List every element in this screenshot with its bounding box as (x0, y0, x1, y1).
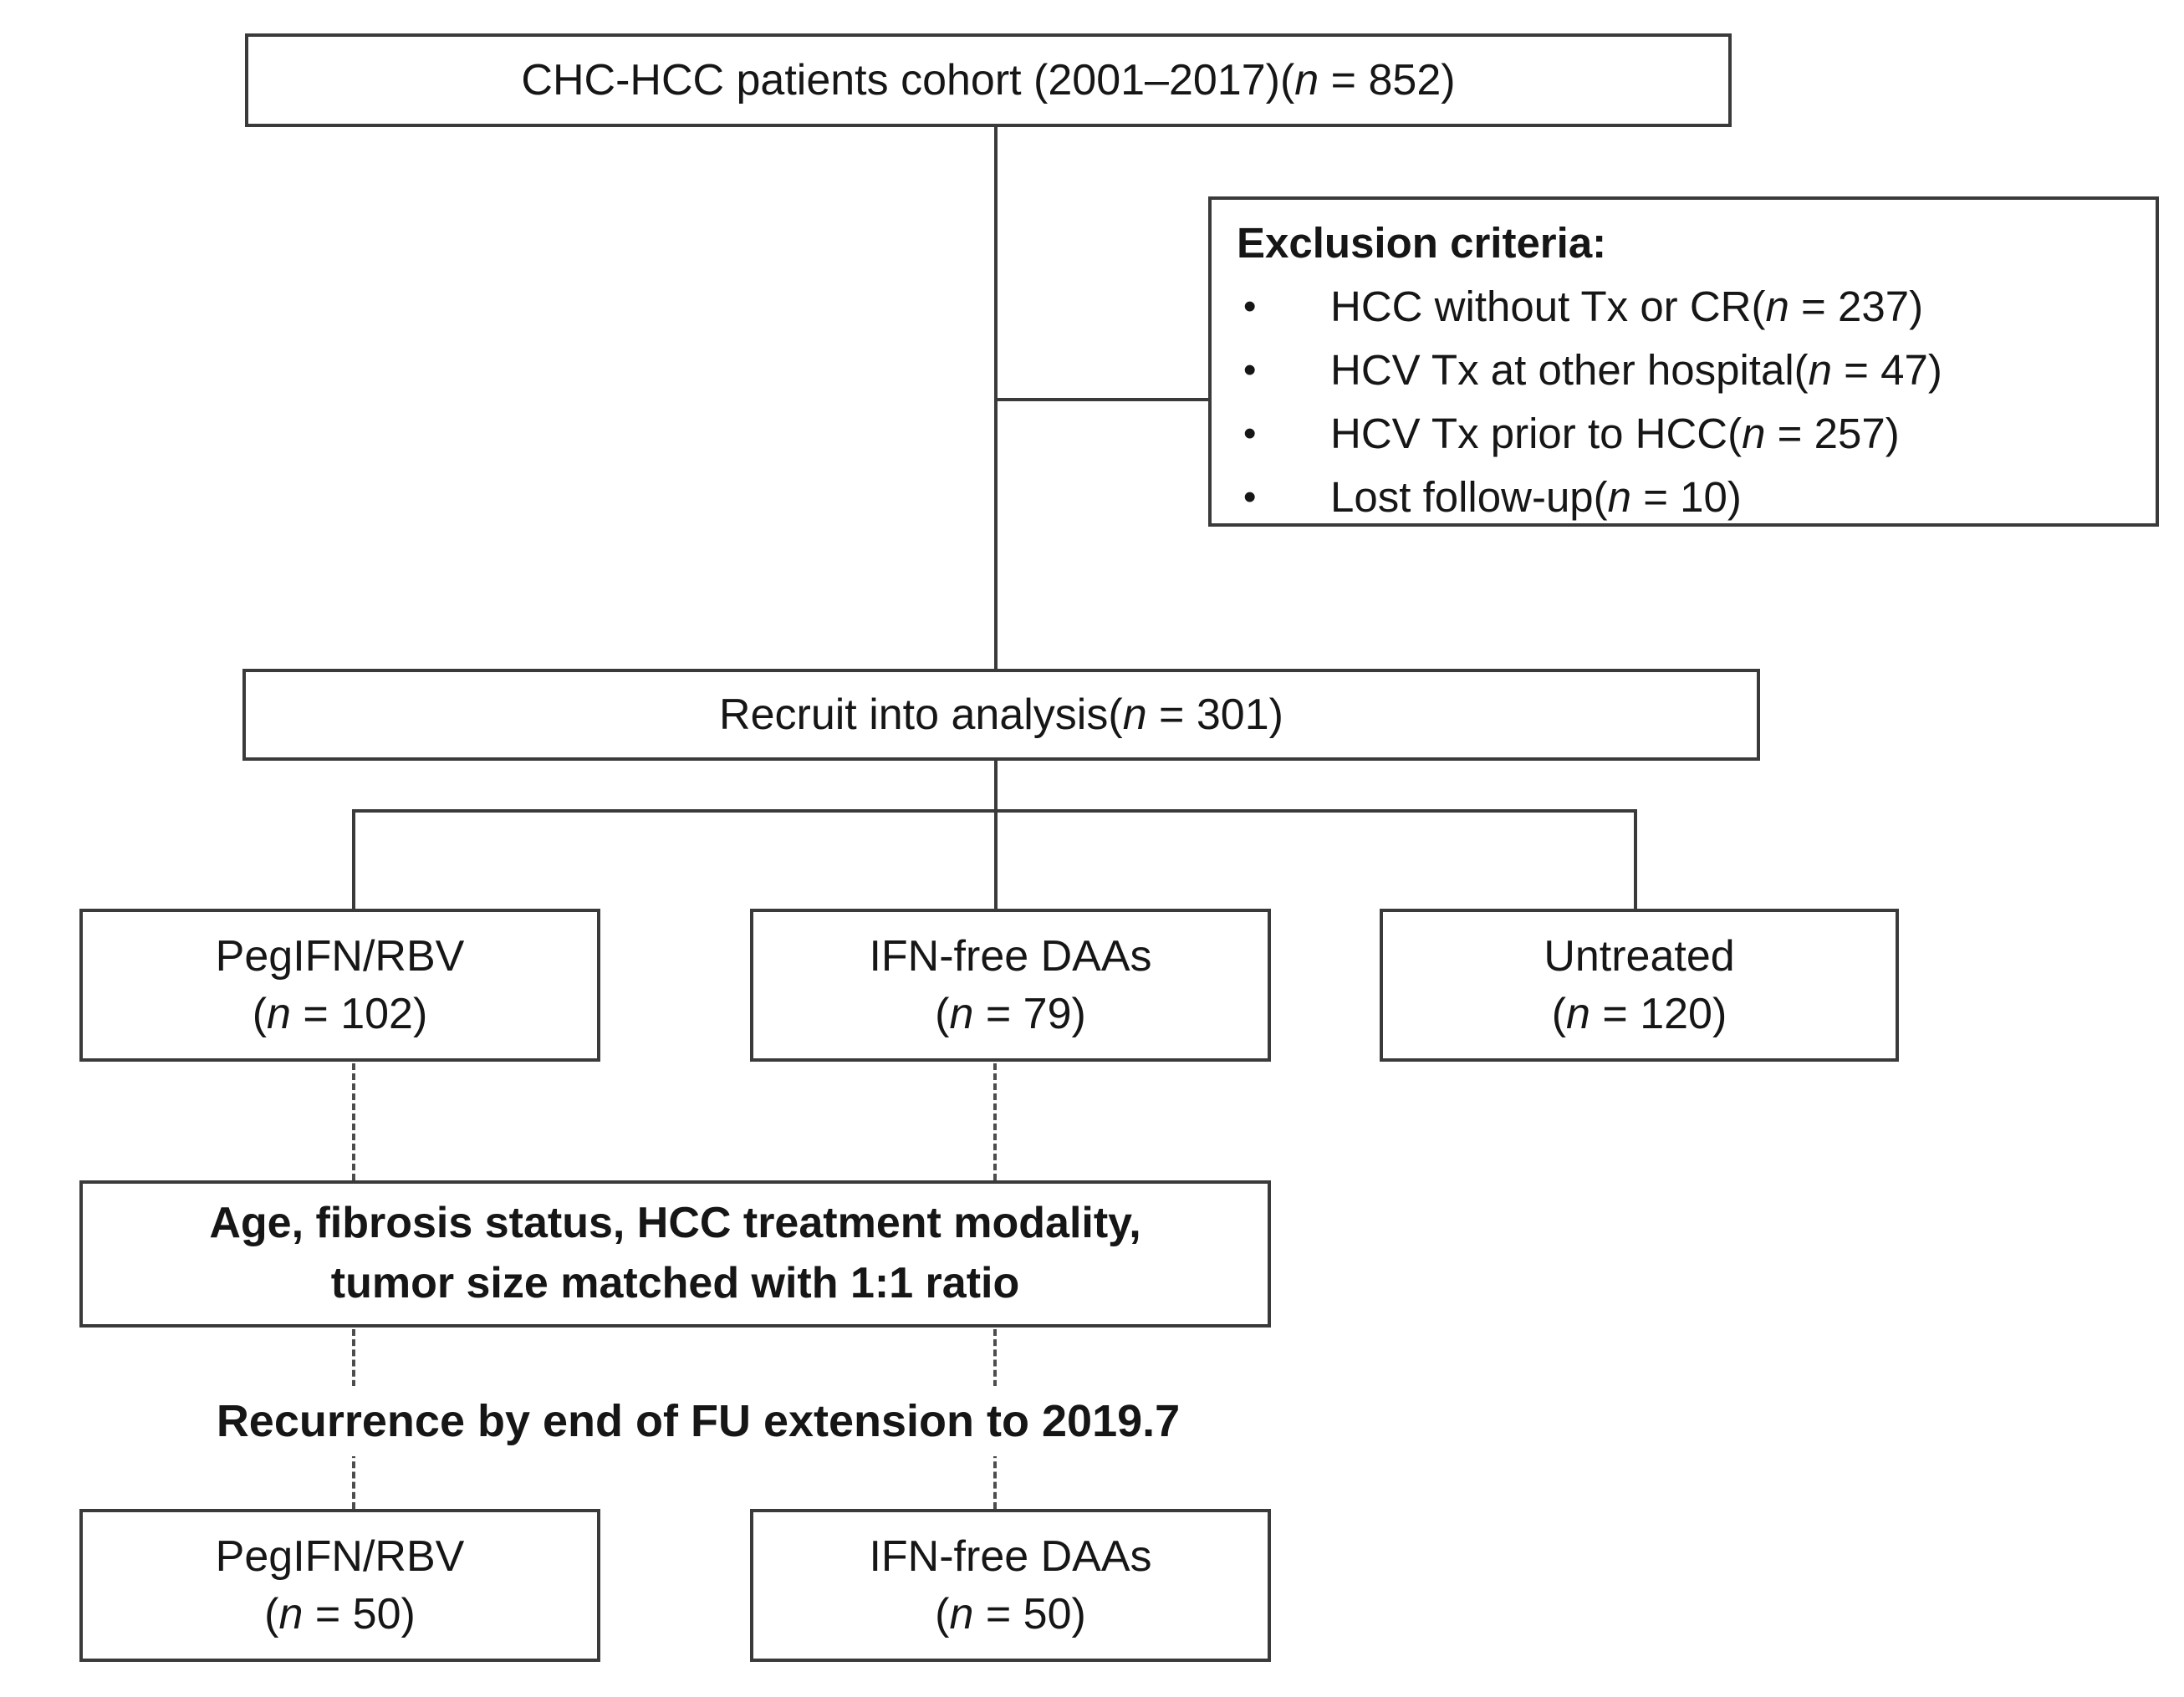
branch-drop-left (352, 809, 355, 909)
connector-recruit-to-daa (994, 761, 998, 909)
bullet-icon: • (1243, 413, 1257, 454)
arm-untreated-box: Untreated (n = 120) (1380, 909, 1899, 1062)
bullet-icon: • (1243, 286, 1257, 327)
matched-daa-n: (n = 50) (935, 1589, 1086, 1638)
matched-daa-box: IFN-free DAAs (n = 50) (750, 1509, 1271, 1662)
arm-pegifn-label: PegIFN/RBV (215, 931, 465, 981)
bullet-icon: • (1243, 476, 1257, 517)
connector-to-exclusion (996, 398, 1210, 401)
matching-line1: Age, fibrosis status, HCC treatment moda… (209, 1199, 1141, 1248)
dashed-daa-to-matching (993, 1063, 997, 1180)
exclusion-title: Exclusion criteria: (1237, 219, 1607, 267)
exclusion-box: Exclusion criteria: • HCC without Tx or … (1208, 196, 2159, 527)
exclusion-item: • HCV Tx prior to HCC (n = 257) (1237, 402, 2132, 466)
recruit-n: (n = 301) (1108, 690, 1283, 739)
cohort-label: CHC-HCC patients cohort (2001–2017) (521, 55, 1280, 104)
recruit-box: Recruit into analysis (n = 301) (242, 669, 1760, 761)
exclusion-list: • HCC without Tx or CR (n = 237) • HCV T… (1237, 275, 2132, 529)
exclusion-item: • HCV Tx at other hospital (n = 47) (1237, 339, 2132, 402)
arm-pegifn-box: PegIFN/RBV (n = 102) (79, 909, 600, 1062)
matched-daa-label: IFN-free DAAs (869, 1531, 1152, 1581)
cohort-box: CHC-HCC patients cohort (2001–2017) (n =… (245, 33, 1732, 127)
arm-untreated-label: Untreated (1544, 931, 1735, 981)
matching-box: Age, fibrosis status, HCC treatment moda… (79, 1180, 1271, 1328)
arm-daa-label: IFN-free DAAs (869, 931, 1152, 981)
arm-pegifn-n: (n = 102) (252, 989, 428, 1038)
arm-daa-box: IFN-free DAAs (n = 79) (750, 909, 1271, 1062)
exclusion-item: • HCC without Tx or CR (n = 237) (1237, 275, 2132, 339)
branch-drop-right (1634, 809, 1637, 909)
matching-line2: tumor size matched with 1:1 ratio (330, 1259, 1020, 1307)
arm-daa-n: (n = 79) (935, 989, 1086, 1038)
recruit-label: Recruit into analysis (719, 690, 1109, 739)
bullet-icon: • (1243, 349, 1257, 390)
dashed-pegifn-to-matching (352, 1063, 355, 1180)
branch-bar (352, 809, 1637, 813)
matched-pegifn-box: PegIFN/RBV (n = 50) (79, 1509, 600, 1662)
matched-pegifn-n: (n = 50) (264, 1589, 416, 1638)
exclusion-item: • Lost follow-up (n = 10) (1237, 466, 2132, 529)
cohort-n: (n = 852) (1279, 55, 1456, 104)
arm-untreated-n: (n = 120) (1551, 989, 1727, 1038)
recurrence-note: Recurrence by end of FU extension to 201… (92, 1386, 1304, 1456)
matched-pegifn-label: PegIFN/RBV (215, 1531, 465, 1581)
